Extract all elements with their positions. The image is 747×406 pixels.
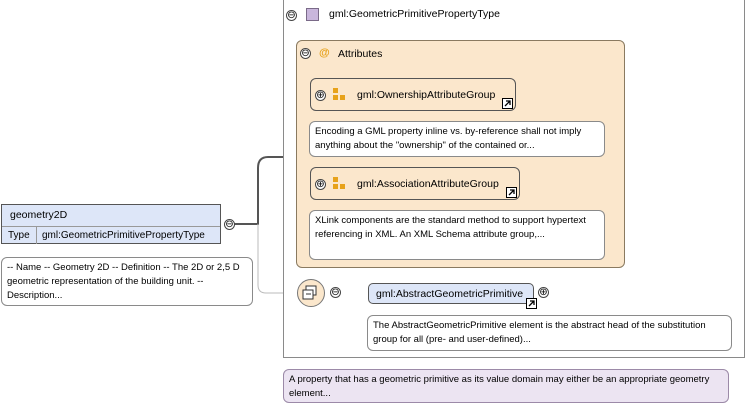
association-doc: XLink components are the standard method… xyxy=(309,210,605,260)
complex-type-name: gml:GeometricPrimitivePropertyType xyxy=(329,8,500,20)
element-name: geometry2D xyxy=(10,209,68,221)
element-doc: -- Name -- Geometry 2D -- Definition -- … xyxy=(1,257,253,306)
attribute-group-association[interactable]: ⊕ gml:AssociationAttributeGroup xyxy=(310,167,520,200)
attribute-at-icon: @ xyxy=(319,47,330,59)
link-icon[interactable] xyxy=(526,298,537,309)
attribute-group-icon xyxy=(333,88,347,102)
link-icon[interactable] xyxy=(506,187,517,198)
collapse-attributes-icon[interactable]: ⊖ xyxy=(300,48,311,59)
attribute-group-ownership[interactable]: ⊕ gml:OwnershipAttributeGroup xyxy=(310,78,516,111)
complex-type-icon xyxy=(306,8,319,21)
ownership-doc: Encoding a GML property inline vs. by-re… xyxy=(309,121,605,157)
collapse-complex-type-icon[interactable]: ⊖ xyxy=(286,10,297,21)
expand-ownership-icon[interactable]: ⊕ xyxy=(315,90,326,101)
type-row: Type gml:GeometricPrimitivePropertyType xyxy=(2,226,220,244)
type-label: Type xyxy=(8,230,30,241)
attribute-group-name: gml:OwnershipAttributeGroup xyxy=(357,89,496,101)
link-icon[interactable] xyxy=(502,98,513,109)
expand-association-icon[interactable]: ⊕ xyxy=(315,179,326,190)
type-value: gml:GeometricPrimitivePropertyType xyxy=(42,230,205,241)
collapse-sequence-icon[interactable]: ⊖ xyxy=(330,287,341,298)
attribute-group-icon xyxy=(333,177,347,191)
element-abstract-geometric-primitive[interactable]: gml:AbstractGeometricPrimitive xyxy=(368,283,537,309)
attributes-label: Attributes xyxy=(338,48,383,60)
abstract-element-doc: The AbstractGeometricPrimitive element i… xyxy=(367,315,732,351)
sequence-compositor[interactable] xyxy=(297,279,325,307)
type-divider xyxy=(36,227,37,244)
abstract-element-name: gml:AbstractGeometricPrimitive xyxy=(376,288,524,300)
type-doc: A property that has a geometric primitiv… xyxy=(283,369,729,403)
sequence-icon xyxy=(302,285,317,300)
element-geometry2d[interactable]: geometry2D Type gml:GeometricPrimitivePr… xyxy=(1,204,221,244)
expand-abstract-element-icon[interactable]: ⊕ xyxy=(538,287,549,298)
collapse-element-icon[interactable]: ⊖ xyxy=(224,219,235,230)
attribute-group-name: gml:AssociationAttributeGroup xyxy=(357,178,499,190)
